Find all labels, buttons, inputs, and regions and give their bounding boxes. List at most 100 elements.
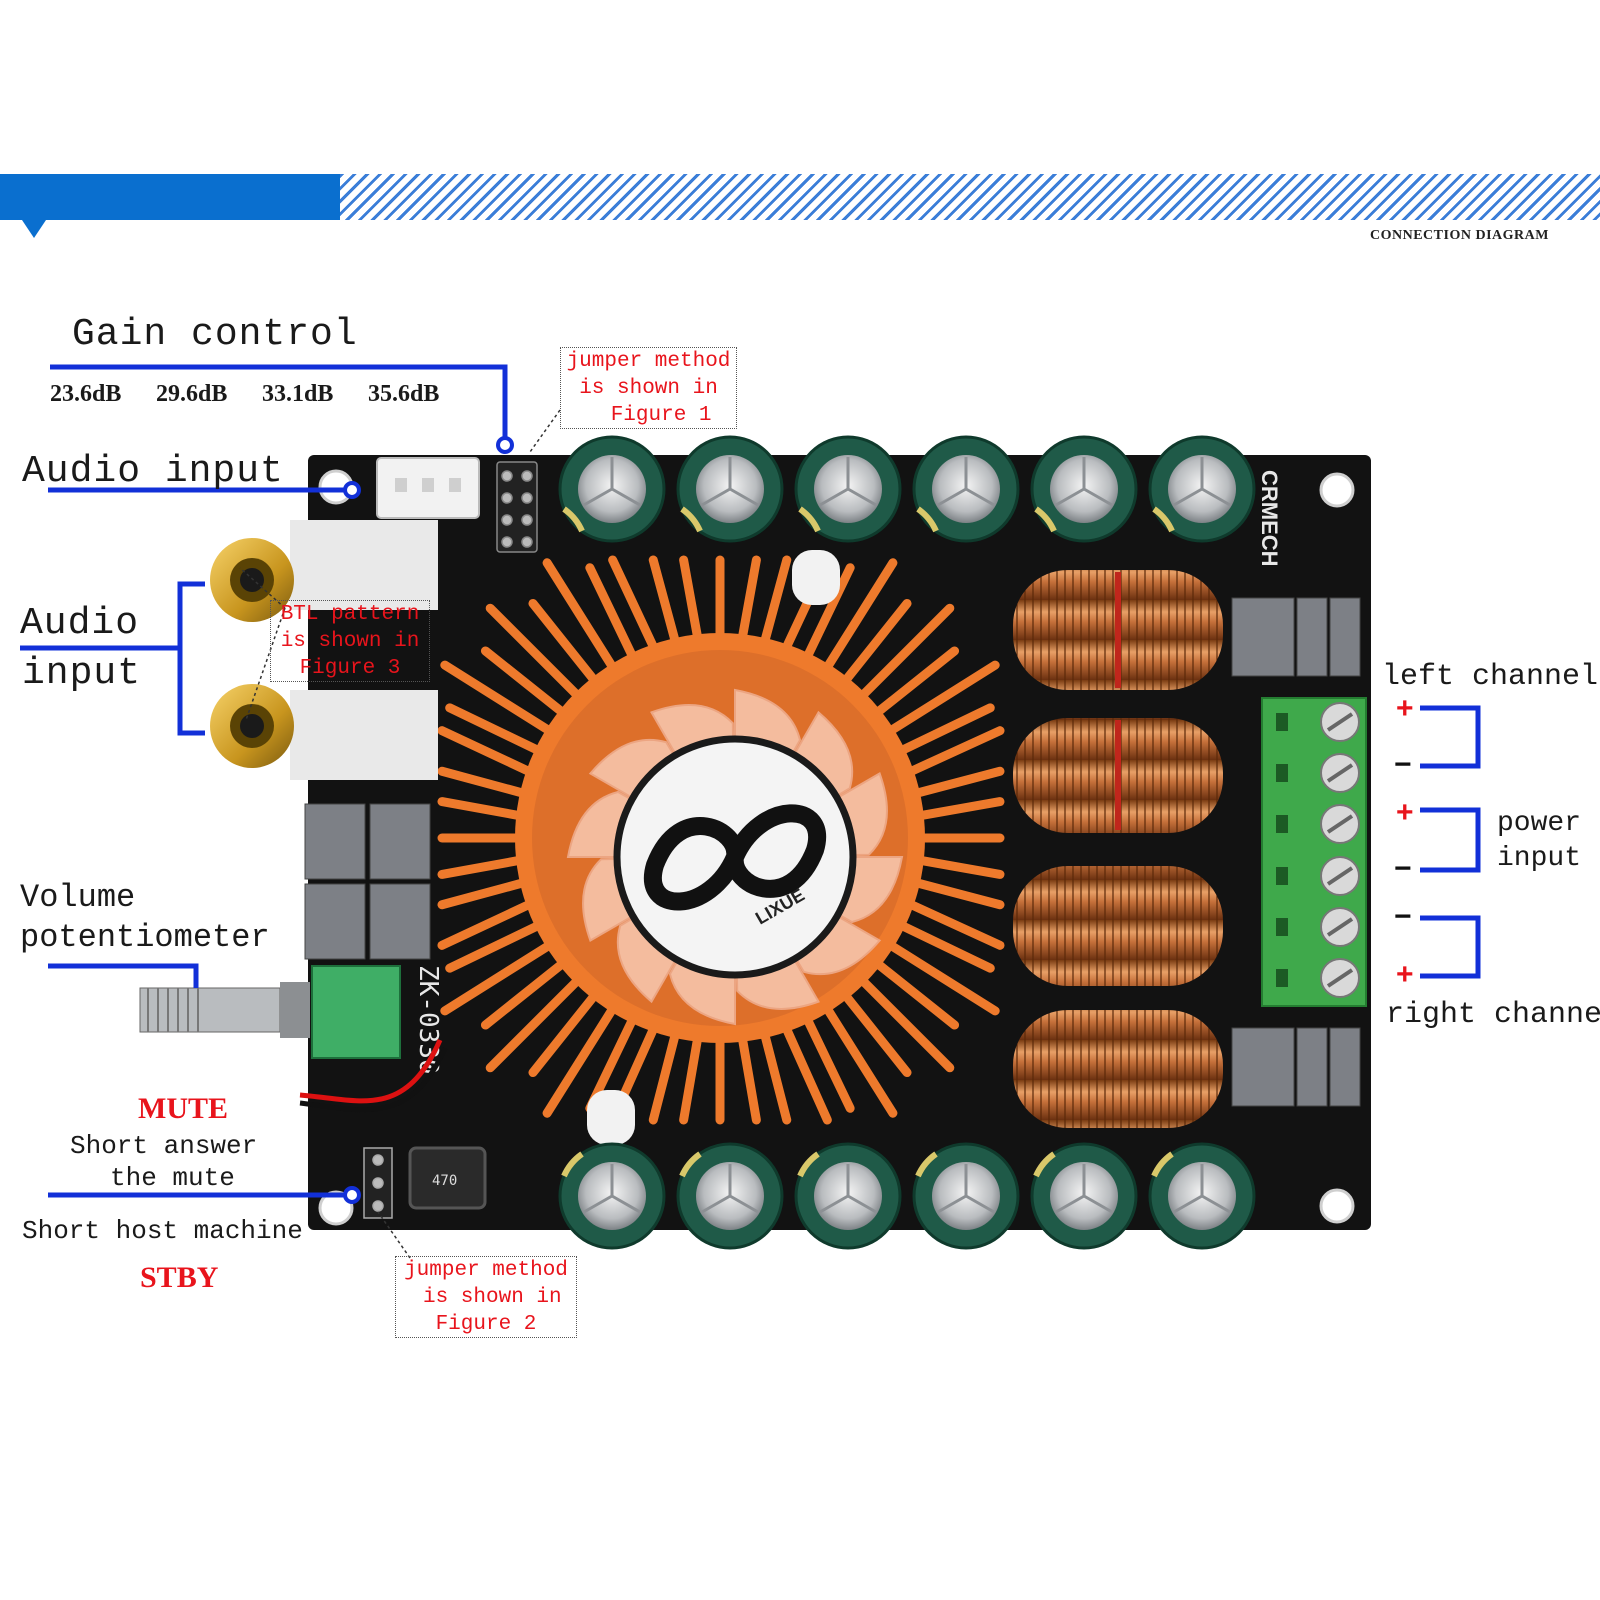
- note-jumper-figure-2: jumper method is shown in Figure 2: [395, 1256, 577, 1338]
- electrolytic-capacitor: [676, 1142, 784, 1250]
- heatsink-fin: [445, 922, 540, 973]
- heatsink-fin: [889, 660, 1000, 734]
- terminal-screw: [1276, 958, 1360, 998]
- mounting-holes: [318, 469, 1355, 1226]
- electrolytic-capacitor: [1148, 1142, 1256, 1250]
- heatsink-fin: [804, 1018, 855, 1113]
- mute-stby-header: [363, 1147, 393, 1219]
- header-hatch: [340, 174, 1600, 220]
- brand-silkscreen: CRMECH: [1257, 470, 1282, 567]
- heatsink-fin: [738, 555, 761, 639]
- power-input-label-1: power: [1497, 808, 1582, 839]
- electrolytic-capacitor: [558, 435, 666, 543]
- volume-label-2: potentiometer: [20, 919, 270, 956]
- heatsink-fin: [824, 1007, 898, 1118]
- heatsink: [437, 555, 1005, 1125]
- audio-input-left-label-1: Audio: [20, 602, 140, 645]
- heatsink-fin: [915, 879, 1005, 910]
- electrolytic-capacitor: [912, 435, 1020, 543]
- heatsink-fin: [900, 703, 995, 754]
- electrolytic-capacitor: [1030, 435, 1138, 543]
- heatsink-fin: [908, 726, 1005, 775]
- short-host-label: Short host machine: [22, 1216, 303, 1246]
- short-answer-label-2: the mute: [110, 1163, 235, 1193]
- stby-label: STBY: [140, 1261, 219, 1294]
- heatsink-fin: [679, 1037, 702, 1125]
- standoff: [792, 550, 840, 605]
- standoff: [587, 1090, 635, 1145]
- heatsink-fin: [843, 993, 912, 1078]
- heatsink-fin: [542, 558, 616, 669]
- gain-value-23: 23.6dB: [50, 381, 122, 407]
- gain-jumper-header: [496, 461, 538, 553]
- mute-label: MUTE: [138, 1092, 228, 1125]
- gain-control-label: Gain control: [72, 313, 358, 356]
- electrolytic-capacitor: [1030, 1142, 1138, 1250]
- heatsink-fin: [824, 558, 898, 669]
- right-minus-sign: −: [1394, 900, 1412, 933]
- gain-value-33: 33.1dB: [262, 381, 334, 407]
- note-jumper-figure-1: jumper method is shown in Figure 1: [560, 347, 737, 429]
- volume-label-1: Volume: [20, 879, 136, 916]
- power-plus-sign: +: [1396, 796, 1414, 829]
- gain-value-35: 35.6dB: [368, 381, 440, 407]
- heatsink-fin: [608, 555, 657, 650]
- heatsink-fin: [437, 726, 532, 775]
- heatsink-fin: [783, 1026, 832, 1125]
- inductor-mark: 470: [432, 1173, 457, 1189]
- film-capacitors-left: [304, 803, 431, 960]
- heatsink-fin: [843, 598, 912, 683]
- toroid-inductors: [1013, 570, 1223, 1128]
- heatsink-fin: [485, 978, 580, 1073]
- electrolytic-capacitor: [1148, 435, 1256, 543]
- heatsink-fin: [485, 603, 580, 698]
- heatsink-fin: [761, 555, 792, 643]
- heatsink-fin: [528, 598, 597, 683]
- screw-terminal-block: [1261, 697, 1367, 1007]
- heatsink-fin: [915, 766, 1005, 797]
- right-plus-sign: +: [1396, 958, 1414, 991]
- heatsink-fin: [437, 766, 525, 797]
- gain-value-29: 29.6dB: [156, 381, 228, 407]
- header-blue-bar: [0, 174, 340, 220]
- heatsink-fin: [919, 856, 1005, 879]
- short-answer-label-1: Short answer: [70, 1131, 258, 1161]
- heatsink-fin: [648, 1033, 679, 1125]
- heatsink-fin: [919, 797, 1005, 820]
- fan-logo: [644, 804, 826, 911]
- right-channel-label: right channel: [1386, 998, 1600, 1032]
- volume-potentiometer: [139, 965, 401, 1059]
- heatsink-fin: [875, 646, 960, 715]
- capacitors-top: [558, 435, 1256, 543]
- terminal-screw: [1276, 804, 1360, 844]
- terminal-screw: [1276, 856, 1360, 896]
- heatsink-fin: [679, 555, 702, 639]
- heatsink-fin: [738, 1037, 761, 1125]
- heatsink-fin: [437, 879, 525, 910]
- film-capacitors-right: [1231, 597, 1361, 1107]
- terminal-screw: [1276, 907, 1360, 947]
- heatsink-fin: [445, 703, 540, 754]
- terminal-screw: [1276, 753, 1360, 793]
- electrolytic-capacitor: [676, 435, 784, 543]
- rca-jack-top: [210, 520, 438, 622]
- power-minus-sign: −: [1394, 852, 1412, 885]
- header-caption: CONNECTION DIAGRAM: [1370, 228, 1549, 243]
- heatsink-fin: [437, 901, 532, 950]
- heatsink-fin: [900, 922, 995, 973]
- terminal-screw: [1276, 702, 1360, 742]
- heatsink-fin: [542, 1007, 616, 1118]
- electrolytic-capacitor: [794, 1142, 902, 1250]
- heatsink-fin: [585, 563, 636, 658]
- heatsink-fin: [804, 563, 855, 658]
- left-plus-sign: +: [1396, 692, 1414, 725]
- heatsink-fin: [480, 646, 565, 715]
- heatsink-fin: [648, 555, 679, 643]
- heatsink-fin: [528, 993, 597, 1078]
- note-btl-figure-3: BTL pattern is shown in Figure 3: [270, 600, 430, 682]
- model-silkscreen: ZK-0330: [413, 965, 443, 1075]
- heatsink-fin: [908, 901, 1005, 950]
